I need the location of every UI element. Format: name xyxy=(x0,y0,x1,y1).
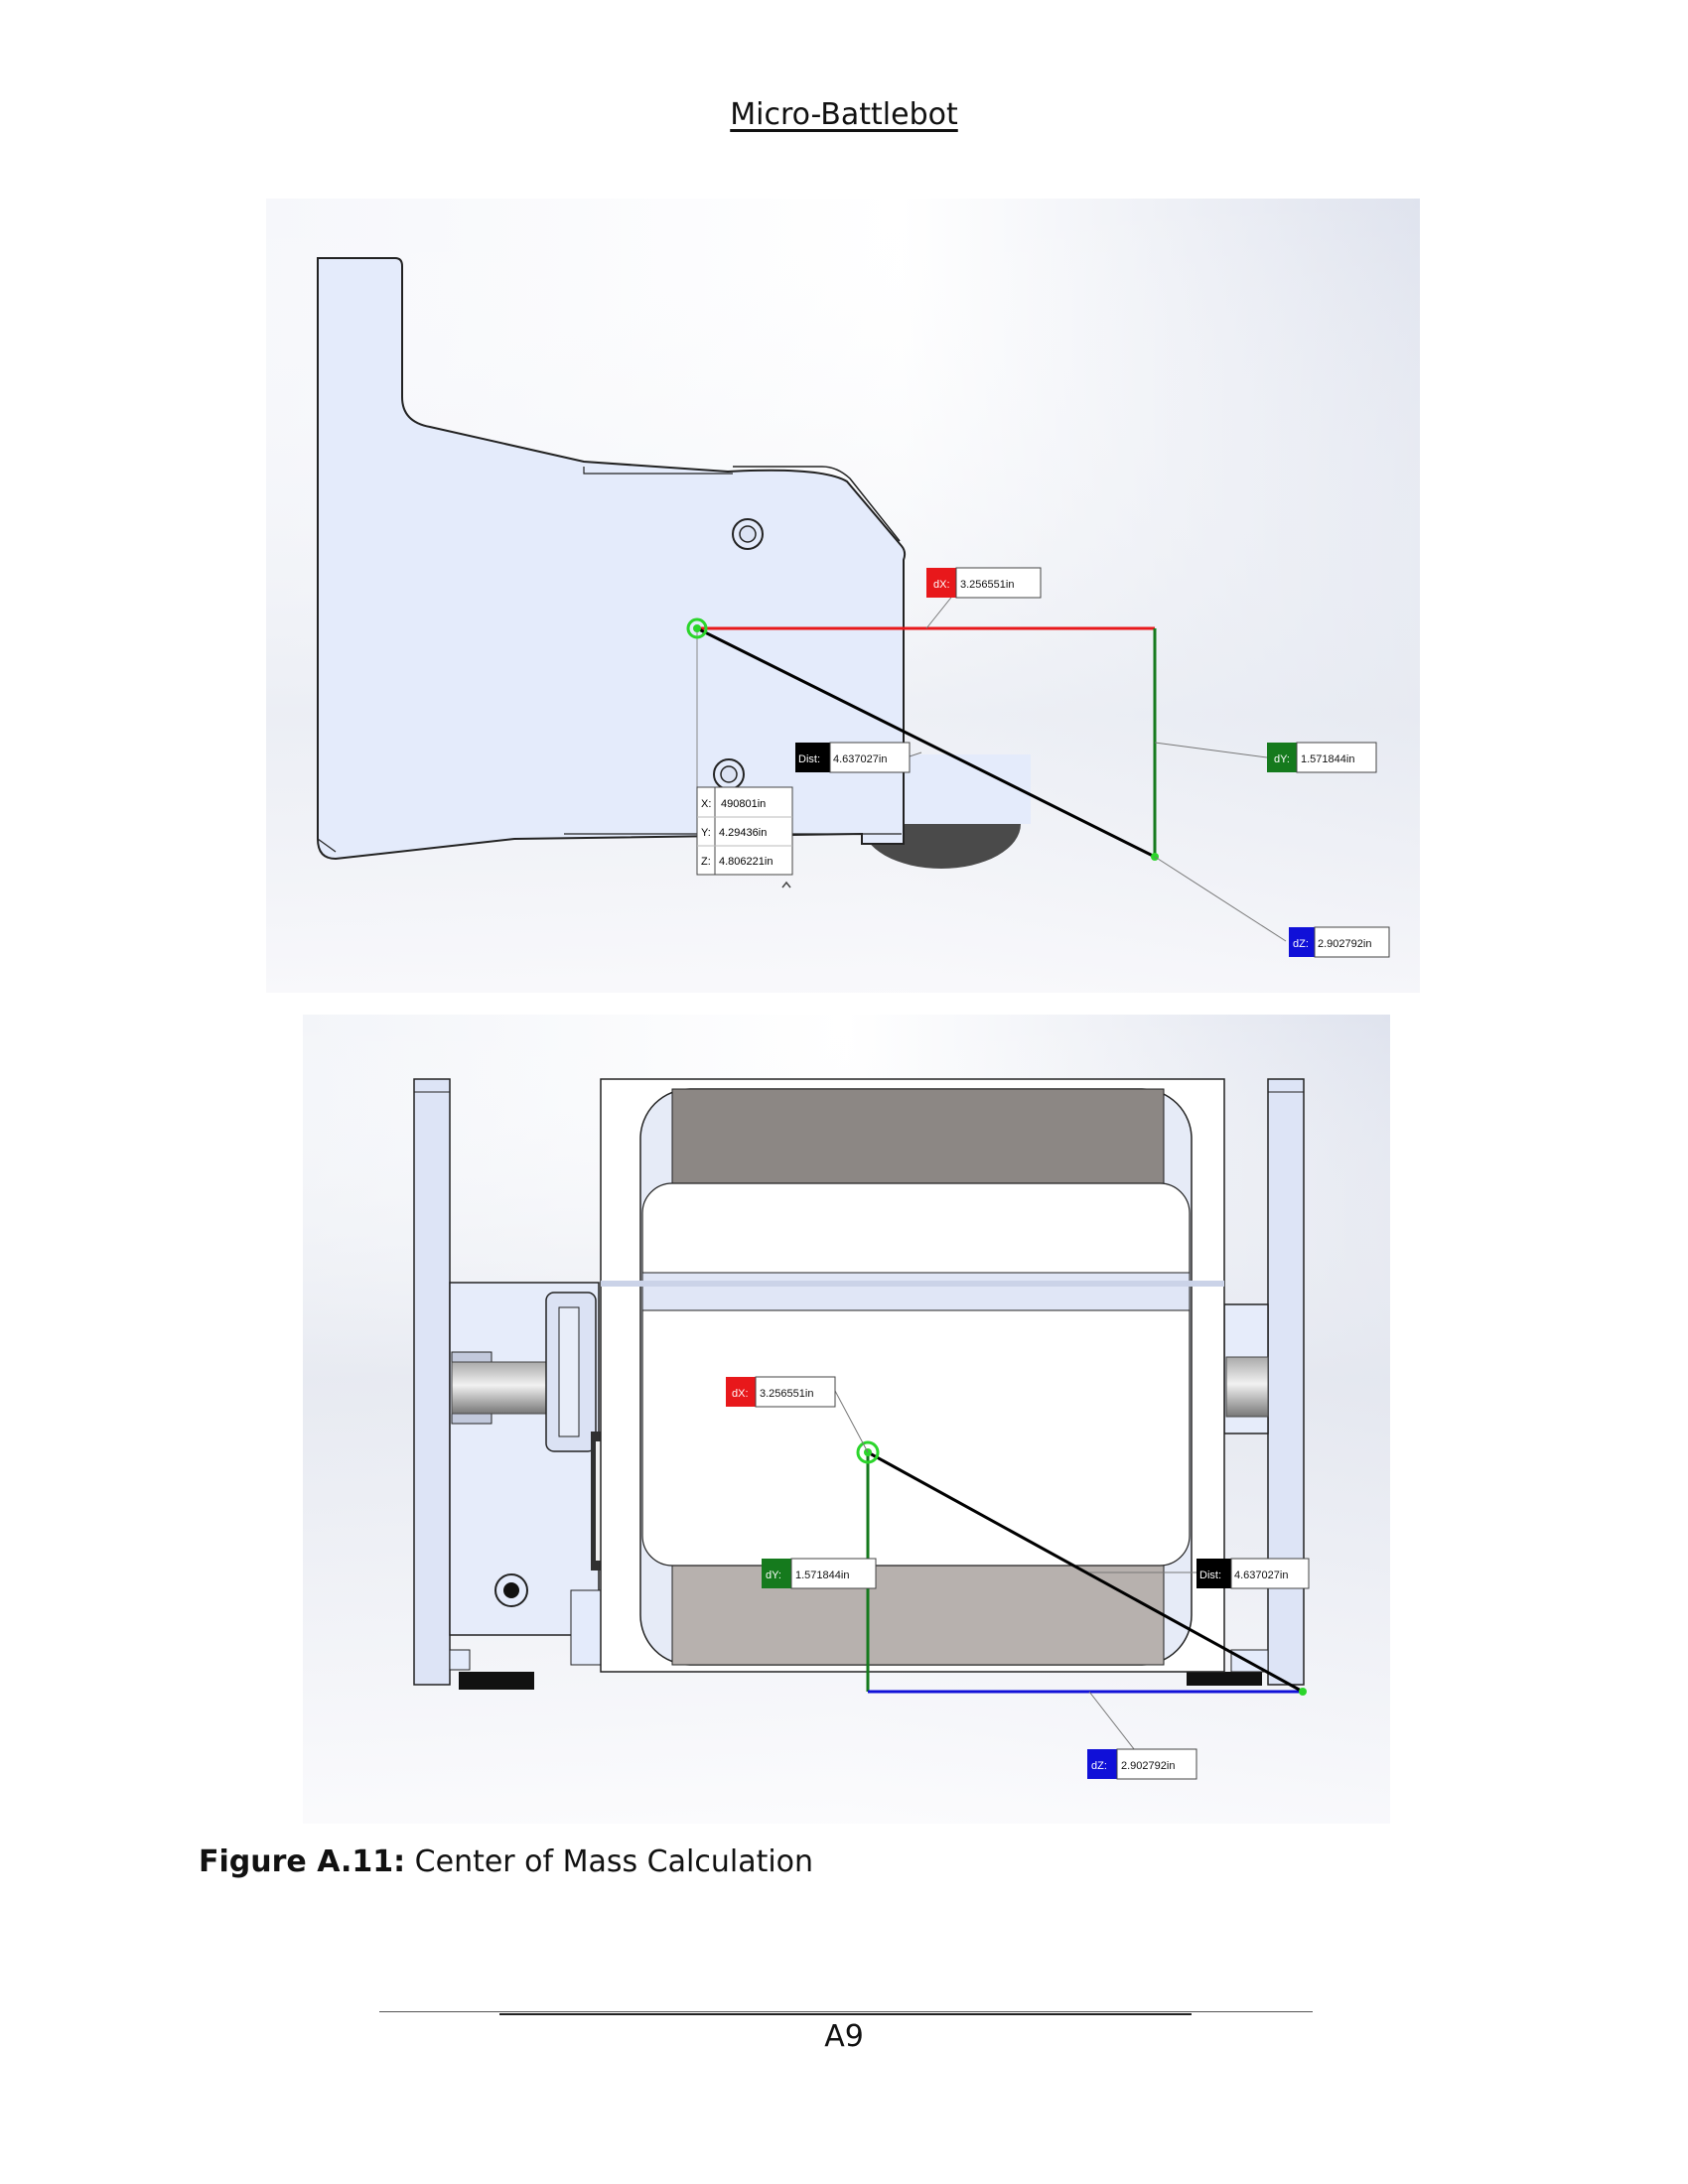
page-title: Micro-Battlebot xyxy=(730,97,958,132)
x-label: X: xyxy=(701,798,711,810)
dist-line xyxy=(867,1450,1304,1694)
dist-tag-label: Dist: xyxy=(1199,1570,1221,1581)
dx-tag-value: 3.256551in xyxy=(760,1388,813,1400)
y-label: Y: xyxy=(701,827,711,839)
dz-tag-value: 2.902792in xyxy=(1318,938,1371,950)
dy-measurement-tag: dY: 1.571844in xyxy=(762,1558,877,1589)
weapon-drum-top xyxy=(671,1088,1165,1184)
dz-measurement-tag: dZ: 2.902792in xyxy=(1087,1748,1197,1780)
dy-tag-value: 1.571844in xyxy=(1301,753,1354,765)
z-value: 4.806221in xyxy=(719,856,773,868)
dy-measurement-tag: dY: 1.571844in xyxy=(1267,742,1377,773)
center-of-mass-marker xyxy=(686,617,708,639)
dz-tag-label: dZ: xyxy=(1293,938,1309,950)
cad-side-view: dX: 3.256551in Dist: 4.637027in dY: 1.57… xyxy=(266,199,1420,993)
skid xyxy=(1187,1672,1262,1686)
page-number: A9 xyxy=(824,2019,864,2054)
dist-measurement-tag: Dist: 4.637027in xyxy=(795,742,911,773)
dx-measurement-tag: dX: 3.256551in xyxy=(926,567,1042,599)
figure-caption: Figure A.11: Center of Mass Calculation xyxy=(199,1844,813,1879)
skid xyxy=(459,1672,534,1690)
z-label: Z: xyxy=(701,856,711,868)
right-wheel xyxy=(1267,1078,1305,1686)
x-value: 490801in xyxy=(721,798,766,810)
dy-tag-label: dY: xyxy=(766,1570,781,1581)
dz-tag-label: dZ: xyxy=(1091,1760,1107,1772)
dist-tag-value: 4.637027in xyxy=(833,753,887,765)
drive-shaft xyxy=(1225,1356,1269,1418)
footer-divider-bold xyxy=(499,2013,1192,2015)
dist-tag-value: 4.637027in xyxy=(1234,1570,1288,1581)
figure-caption-label: Figure A.11: xyxy=(199,1844,406,1879)
dz-measurement-tag: dZ: 2.902792in xyxy=(1289,926,1390,958)
dist-line xyxy=(696,626,1156,859)
dist-measurement-tag: Dist: 4.637027in xyxy=(1196,1558,1310,1589)
drive-shaft xyxy=(451,1361,552,1415)
dx-tag-value: 3.256551in xyxy=(960,579,1014,591)
weapon-drum-bottom xyxy=(671,1565,1165,1666)
footer-divider xyxy=(379,2011,1313,2012)
dy-tag-value: 1.571844in xyxy=(795,1570,849,1581)
figure-caption-text: Center of Mass Calculation xyxy=(405,1844,814,1879)
reference-point-marker xyxy=(1299,1688,1307,1696)
dy-tag-label: dY: xyxy=(1274,753,1290,765)
dx-tag-label: dX: xyxy=(732,1388,749,1400)
dz-tag-value: 2.902792in xyxy=(1121,1760,1175,1772)
center-of-mass-marker xyxy=(856,1440,880,1464)
dist-tag-label: Dist: xyxy=(798,753,820,765)
left-wheel xyxy=(413,1078,451,1686)
cad-top-view: dX: 3.256551in dY: 1.571844in Dist: 4.63… xyxy=(303,1015,1390,1824)
dx-tag-label: dX: xyxy=(933,579,950,591)
robot-body-side xyxy=(317,257,907,861)
dx-measurement-tag: dX: 3.256551in xyxy=(726,1376,836,1408)
coordinate-readout: X: 490801in Y: 4.29436in Z: 4.806221in xyxy=(696,786,793,888)
y-value: 4.29436in xyxy=(719,827,767,839)
chevron-up-icon xyxy=(781,881,791,888)
